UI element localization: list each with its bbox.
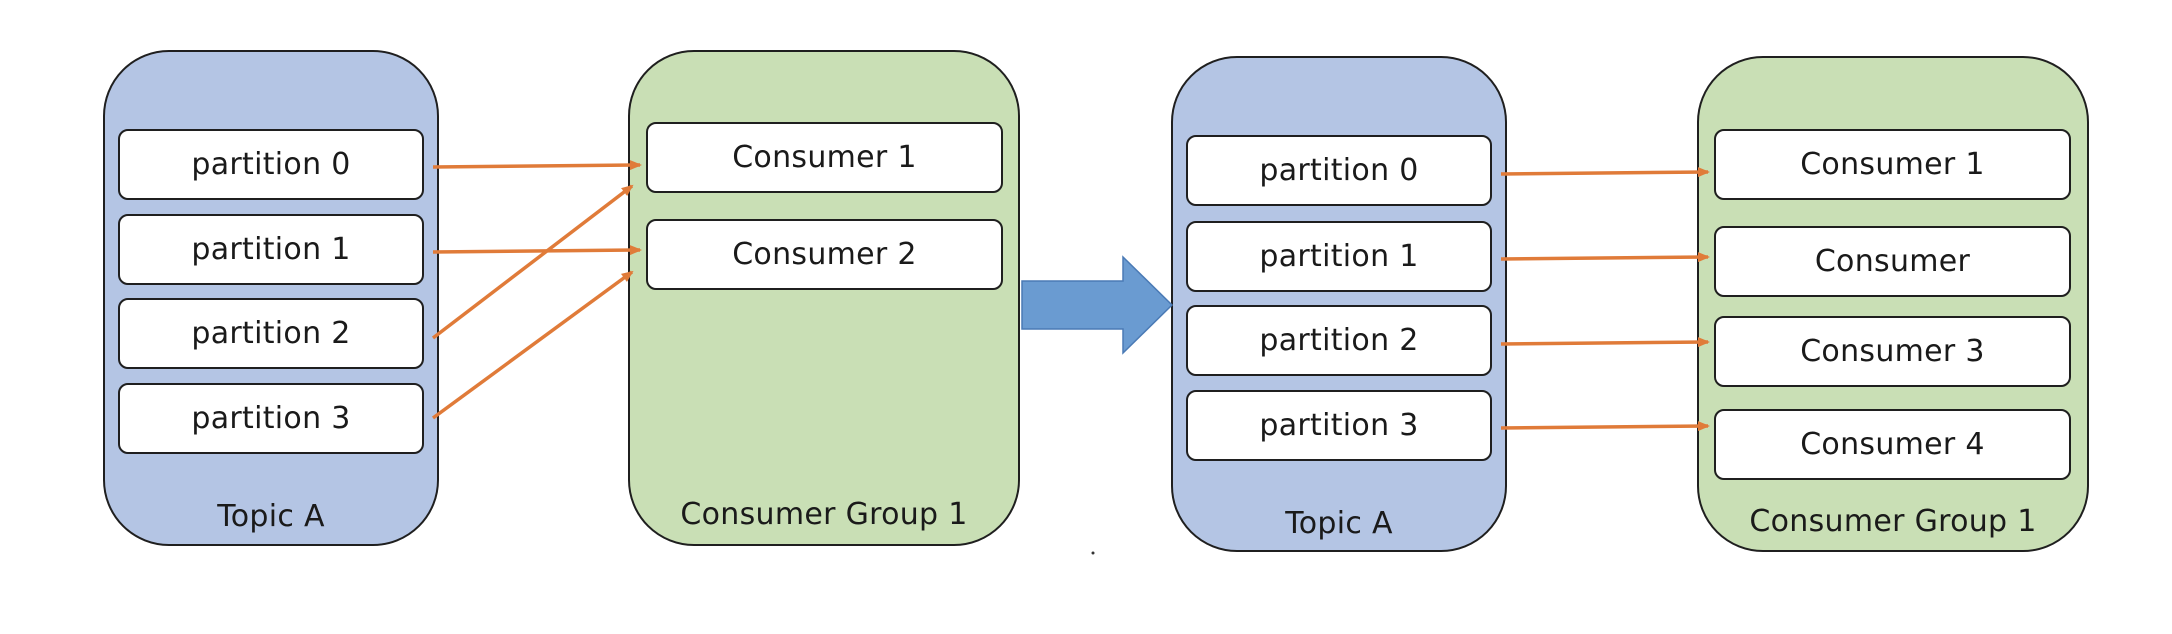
right-arrow-p2-c3 (1500, 337, 1710, 348)
right-group-caption: Consumer Group 1 (1749, 504, 2037, 539)
right-partition-2: partition 2 (1186, 305, 1492, 376)
left-group-caption: Consumer Group 1 (680, 497, 968, 532)
left-consumer-2: Consumer 2 (646, 219, 1003, 290)
left-arrow-p0-c1 (432, 160, 642, 171)
left-partition-1: partition 1 (118, 214, 424, 285)
right-consumer-1: Consumer 1 (1714, 129, 2071, 200)
left-topic-caption: Topic A (217, 499, 325, 534)
right-consumer-4: Consumer 4 (1714, 409, 2071, 480)
right-topic-caption: Topic A (1285, 506, 1393, 541)
right-partition-1: partition 1 (1186, 221, 1492, 292)
right-arrow-p0-c1 (1500, 167, 1710, 178)
right-arrow-p1-c2 (1500, 252, 1710, 263)
left-arrow-p1-c2 (432, 245, 642, 256)
left-consumer-1: Consumer 1 (646, 122, 1003, 193)
right-arrow-p3-c4 (1500, 421, 1710, 432)
stray-dot (1091, 551, 1095, 555)
right-partition-0: partition 0 (1186, 135, 1492, 206)
left-arrow-p2-c1 (431, 184, 634, 340)
left-partition-0: partition 0 (118, 129, 424, 200)
right-arrow-icon (1021, 255, 1174, 355)
right-partition-3: partition 3 (1186, 390, 1492, 461)
left-arrow-p3-c2 (431, 270, 634, 420)
left-partition-2: partition 2 (118, 298, 424, 369)
right-consumer-3: Consumer 3 (1714, 316, 2071, 387)
right-consumer-2: Consumer (1714, 226, 2071, 297)
left-partition-3: partition 3 (118, 383, 424, 454)
